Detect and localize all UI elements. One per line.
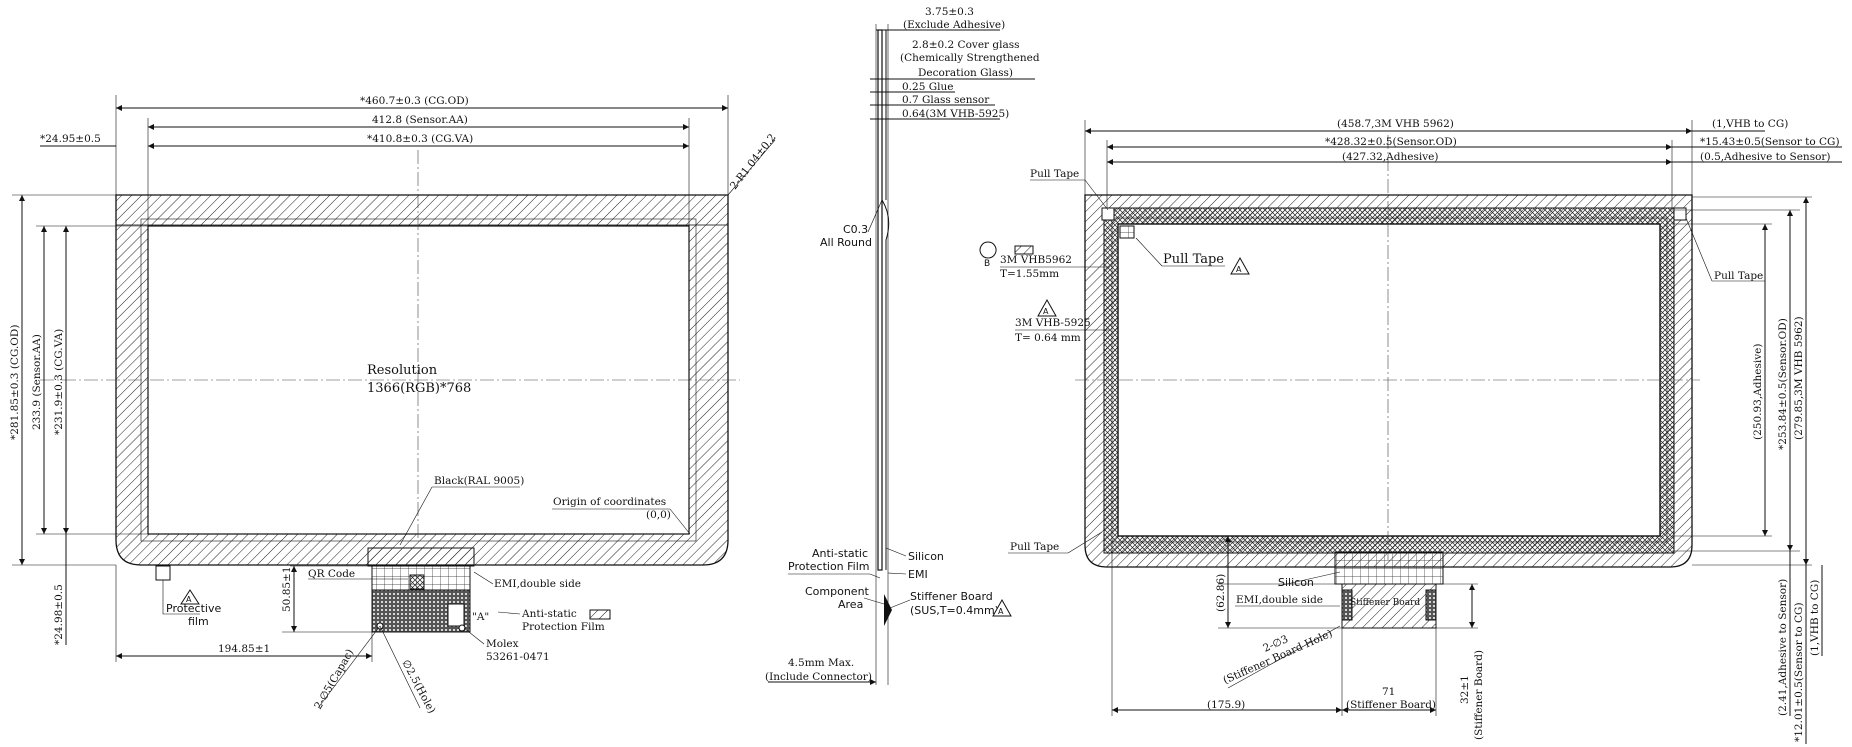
rear-dim-stiffener-h-2: (Stiffener Board) bbox=[1473, 650, 1485, 740]
rear-vhb5962-2: T=1.55mm bbox=[1000, 268, 1059, 280]
dim-cg-va-width: *410.8±0.3 (CG.VA) bbox=[367, 133, 473, 145]
rear-dim-vhb-to-cg-b: (1,VHB to CG) bbox=[1809, 580, 1821, 656]
rear-dim-sensor-to-cg: *15.43±0.5(Sensor to CG) bbox=[1700, 136, 1840, 148]
dim-sensor-aa-height: 233.9 (Sensor.AA) bbox=[31, 334, 43, 430]
rear-stiffener: Stiffener Board bbox=[1350, 598, 1420, 608]
rear-vhb5925-2: T= 0.64 mm bbox=[1015, 332, 1081, 344]
rear-view: (458.7,3M VHB 5962) (1,VHB to CG) *428.3… bbox=[979, 118, 1842, 744]
label-emi: EMI,double side bbox=[494, 578, 581, 590]
side-glass-stack bbox=[877, 29, 883, 571]
dim-cg-od-height: *281.85±0.3 (CG.OD) bbox=[9, 325, 21, 440]
label-black: Black(RAL 9005) bbox=[434, 475, 524, 487]
rear-pull-tape-2: Pull Tape bbox=[1163, 252, 1224, 267]
rear-stiffener-board bbox=[1341, 583, 1437, 629]
side-component-1: Component bbox=[805, 585, 870, 598]
label-antistatic-1: Anti-static bbox=[521, 608, 577, 620]
rear-dim-stiffener-w-1: 71 bbox=[1382, 686, 1395, 698]
dim-sensor-aa-width: 412.8 (Sensor.AA) bbox=[372, 114, 468, 126]
side-chamfer-2: All Round bbox=[820, 236, 872, 249]
side-cover-glass-1: 2.8±0.2 Cover glass bbox=[912, 39, 1020, 51]
rear-dim-vhb-to-cg: (1,VHB to CG) bbox=[1712, 118, 1788, 130]
dim-cg-od-width: *460.7±0.3 (CG.OD) bbox=[360, 95, 469, 107]
rear-dim-offset-x: (175.9) bbox=[1207, 699, 1245, 711]
label-qr: QR Code bbox=[308, 568, 355, 580]
resolution-title: Resolution bbox=[367, 363, 438, 378]
label-detail-a: "A" bbox=[472, 611, 489, 623]
resolution-value: 1366(RGB)*768 bbox=[367, 381, 471, 396]
rear-dim-vhb-od: (458.7,3M VHB 5962) bbox=[1337, 118, 1454, 130]
rear-pull-tape-4: Pull Tape bbox=[1010, 541, 1059, 553]
dim-hole: ∅2.5(Hole) bbox=[399, 658, 437, 716]
rear-dim-adhesive-to-sensor-b: (2.41,Adhesive to Sensor) bbox=[1777, 579, 1789, 716]
rear-emi: EMI,double side bbox=[1236, 594, 1323, 606]
side-chamfer-1: C0.3 bbox=[843, 223, 868, 236]
rear-dim-sensor-to-cg-b: *12.01±0.5(Sensor to CG) bbox=[1793, 602, 1805, 742]
rear-dim-adhesive-to-sensor: (0.5,Adhesive to Sensor) bbox=[1700, 151, 1831, 163]
qr-code bbox=[409, 574, 425, 590]
dim-bottom-offset: *24.98±0.5 bbox=[53, 584, 65, 645]
dim-left-offset: *24.95±0.5 bbox=[40, 133, 101, 145]
label-molex-2: 53261-0471 bbox=[486, 651, 550, 663]
callout-a-left: A bbox=[186, 595, 192, 604]
rear-fpc bbox=[1334, 551, 1444, 585]
rear-dim-fpc-h: (62.86) bbox=[1215, 574, 1227, 612]
side-connector-2: (Include Connector) bbox=[765, 671, 872, 683]
rear-dim-vhb-h: (279.85,3M VHB 5962) bbox=[1793, 316, 1805, 440]
rear-dim-adhesive-w: (427.32,Adhesive) bbox=[1342, 151, 1438, 163]
dim-capacitor: 2-∅5(Capac) bbox=[312, 647, 356, 711]
rear-dim-stiffener-h-1: 32±1 bbox=[1459, 675, 1471, 704]
dim-fpc-height: 50.85±1 bbox=[281, 566, 293, 612]
dim-corner-radius: 2-R1.04±0.2 bbox=[728, 132, 779, 192]
rear-dim-sensor-od: *428.32±0.5(Sensor.OD) bbox=[1325, 136, 1457, 148]
callout-a-side: A bbox=[998, 607, 1004, 616]
side-antistatic-2: Protection Film bbox=[788, 560, 870, 573]
side-cover-glass-2: (Chemically Strengthened bbox=[900, 52, 1040, 64]
dim-cg-va-height: *231.9±0.3 (CG.VA) bbox=[53, 329, 65, 435]
label-antistatic-2: Protection Film bbox=[522, 621, 605, 633]
black-mask-border bbox=[115, 194, 729, 226]
rear-silicon: Silicon bbox=[1278, 576, 1314, 589]
rear-dim-adhesive-h: (250.93,Adhesive) bbox=[1752, 344, 1764, 440]
rear-pull-tape-3: Pull Tape bbox=[1714, 270, 1763, 282]
label-molex-1: Molex bbox=[486, 638, 519, 650]
dim-fpc-position: 194.85±1 bbox=[218, 643, 270, 655]
molex-connector bbox=[447, 603, 465, 627]
callout-a-rear-1: A bbox=[1236, 265, 1242, 274]
label-origin-value: (0,0) bbox=[646, 509, 671, 521]
side-view: 3.75±0.3 (Exclude Adhesive) 2.8±0.2 Cove… bbox=[765, 6, 1040, 685]
side-dim-total-note: (Exclude Adhesive) bbox=[903, 19, 1005, 31]
label-protective-1: Protective bbox=[166, 602, 221, 615]
side-connector-1: 4.5mm Max. bbox=[788, 657, 854, 669]
side-glass-sensor: 0.7 Glass sensor bbox=[902, 94, 990, 106]
label-origin: Origin of coordinates bbox=[553, 496, 666, 508]
side-component-2: Area bbox=[838, 598, 863, 611]
side-cover-glass-3: Decoration Glass) bbox=[918, 67, 1013, 79]
fpc-emi-block bbox=[367, 547, 475, 567]
callout-a-rear-2: A bbox=[1043, 307, 1049, 316]
front-view: Resolution 1366(RGB)*768 *460.7±0.3 (CG.… bbox=[9, 95, 779, 716]
side-antistatic-1: Anti-static bbox=[812, 547, 868, 560]
rear-pull-tape-1: Pull Tape bbox=[1030, 168, 1079, 180]
side-emi: EMI bbox=[908, 568, 928, 581]
label-protective-2: film bbox=[188, 615, 209, 628]
side-stiffener-2: (SUS,T=0.4mm) bbox=[910, 604, 999, 617]
rear-dim-sensor-od-h: *253.84±0.5(Sensor.OD) bbox=[1777, 318, 1789, 450]
rear-vhb5925-1: 3M VHB-5925 bbox=[1015, 317, 1091, 329]
rear-dim-stiffener-w-2: (Stiffener Board) bbox=[1346, 699, 1436, 711]
side-glue: 0.25 Glue bbox=[902, 81, 953, 93]
side-stiffener-1: Stiffener Board bbox=[910, 590, 993, 603]
side-tape: 0.64(3M VHB-5925) bbox=[902, 108, 1009, 120]
callout-b-rear: B bbox=[984, 259, 990, 269]
side-dim-total: 3.75±0.3 bbox=[925, 6, 974, 18]
rear-vhb5962-1: 3M VHB5962 bbox=[1000, 254, 1072, 266]
side-silicon: Silicon bbox=[908, 550, 944, 563]
